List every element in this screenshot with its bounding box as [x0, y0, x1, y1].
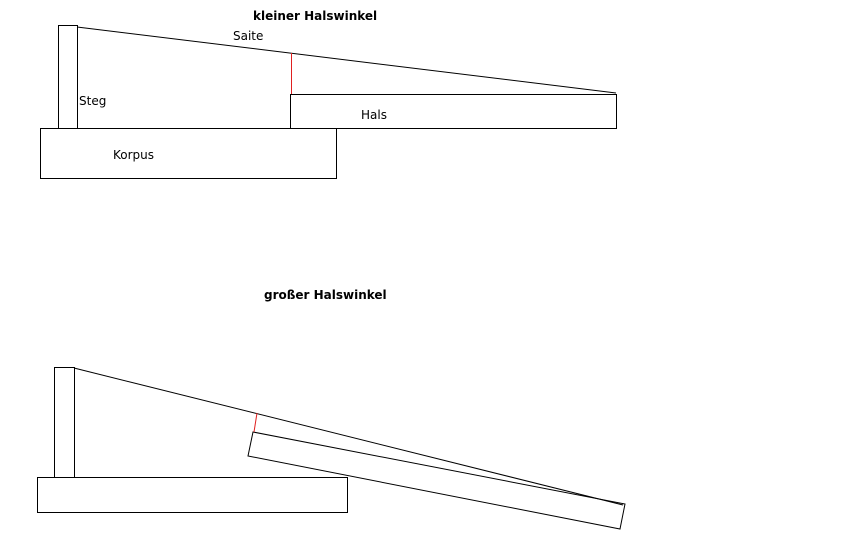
small-bridge-label: Steg: [79, 94, 106, 108]
large-body-shape: [37, 477, 348, 513]
large-string-line: [73, 367, 624, 506]
small-body-shape: [40, 128, 337, 179]
large-bridge-shape: [54, 367, 75, 478]
large-neck-shape: [247, 431, 626, 530]
small-neck-label: Hals: [361, 108, 387, 122]
small-string-label: Saite: [233, 29, 263, 43]
diagram-large-neck-angle: großer Halswinkel: [37, 288, 626, 530]
diagram-small-title: kleiner Halswinkel: [253, 9, 377, 23]
small-string-line: [76, 26, 617, 94]
large-string-height-marker: [253, 412, 258, 433]
diagram-large-title: großer Halswinkel: [264, 288, 387, 302]
small-neck-shape: [290, 94, 617, 129]
small-bridge-shape: [58, 25, 78, 129]
diagram-small-neck-angle: kleiner Halswinkel Saite Steg Hals Korpu…: [40, 9, 617, 179]
small-body-label: Korpus: [113, 148, 154, 162]
